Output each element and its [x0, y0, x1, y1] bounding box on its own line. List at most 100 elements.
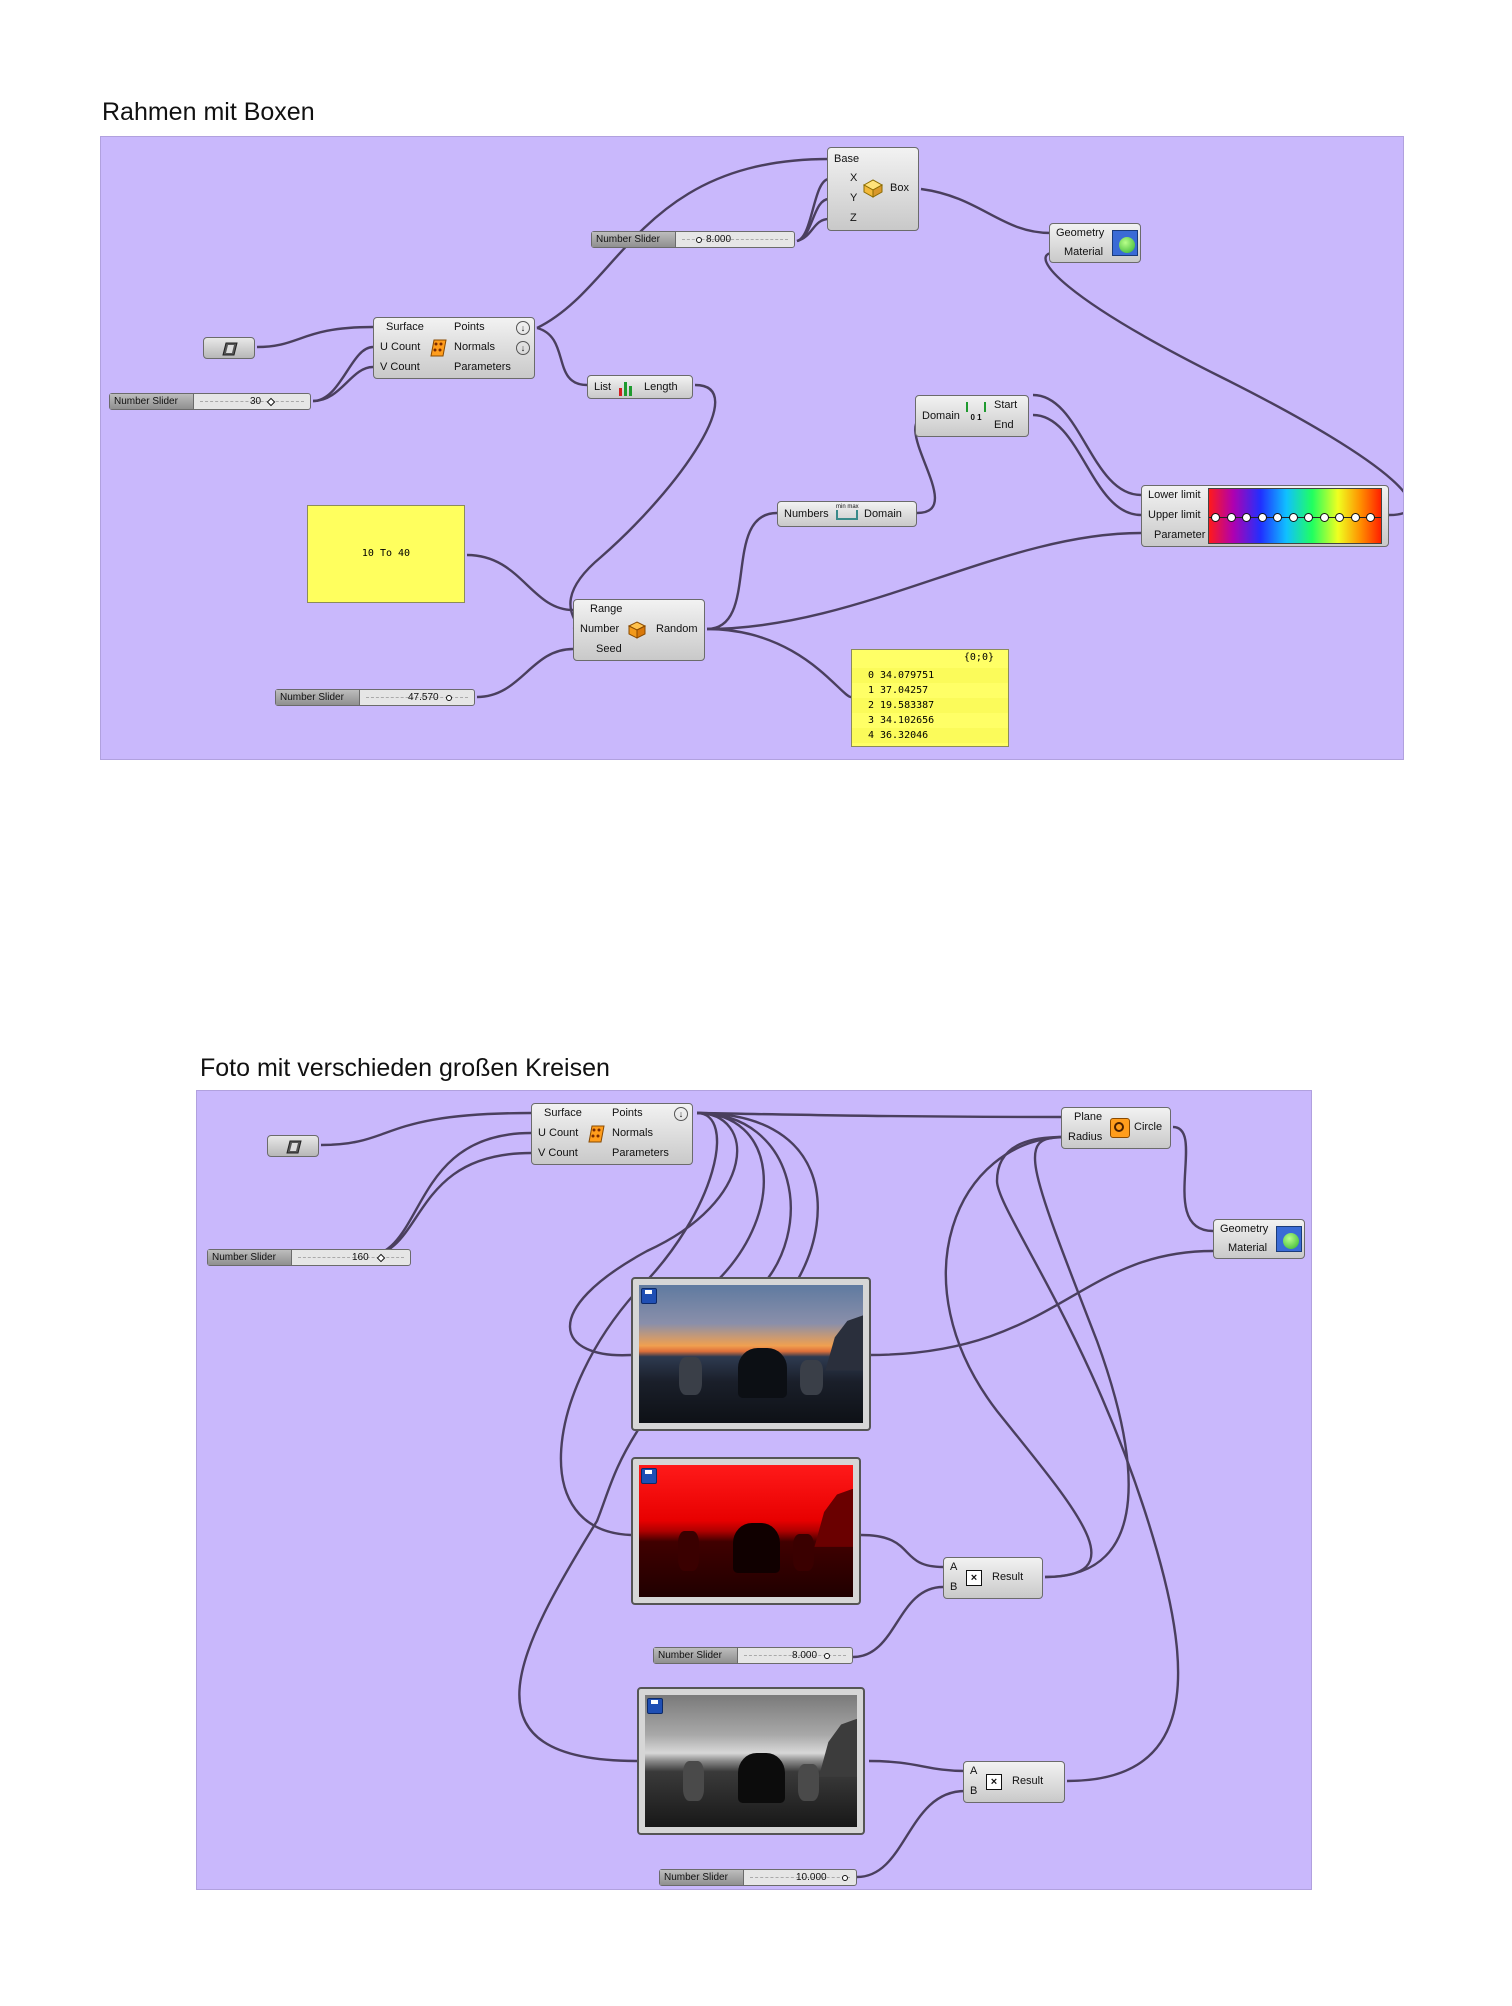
- slider-label: Number Slider: [208, 1250, 292, 1265]
- list-input[interactable]: List: [594, 381, 612, 393]
- wire-length-to-number: [569, 383, 717, 631]
- number-slider-count[interactable]: Number Slider 30: [109, 393, 311, 410]
- image-sampler-gray[interactable]: [637, 1687, 865, 1835]
- box-component[interactable]: Base X Y Z Box: [827, 147, 919, 231]
- slider-knob[interactable]: [824, 1653, 830, 1659]
- circle-radius-input[interactable]: Radius: [1068, 1131, 1103, 1143]
- custom-preview-1[interactable]: Geometry Material: [1049, 223, 1141, 263]
- random-range-input[interactable]: Range: [590, 603, 623, 615]
- slider-knob[interactable]: [446, 695, 452, 701]
- slider-knob[interactable]: [696, 237, 702, 243]
- box-y-input[interactable]: Y: [850, 192, 858, 204]
- wire-points-to-photo1: [568, 1111, 739, 1357]
- divide-points-output[interactable]: Points: [454, 321, 485, 333]
- preview-material-input[interactable]: Material: [1064, 246, 1104, 258]
- wire-slider-to-vcount: [362, 1151, 532, 1259]
- surface-param[interactable]: [203, 337, 255, 359]
- wire-result1-alt: [944, 1135, 1093, 1579]
- save-icon[interactable]: [641, 1288, 657, 1304]
- surface-param[interactable]: [267, 1135, 319, 1157]
- divide-normals-output[interactable]: Normals: [454, 341, 495, 353]
- panel-range[interactable]: 10 To 40: [307, 505, 465, 603]
- gradient-grips[interactable]: [1211, 513, 1375, 522]
- divide-ucount-input[interactable]: U Count: [538, 1127, 579, 1139]
- custom-preview[interactable]: Geometry Material: [1213, 1219, 1305, 1259]
- gradient-bar[interactable]: [1208, 488, 1382, 544]
- section-title-rahmen: Rahmen mit Boxen: [102, 98, 315, 126]
- preview-material-input[interactable]: Material: [1228, 1242, 1268, 1254]
- number-slider-seed[interactable]: Number Slider 47.570: [275, 689, 475, 706]
- length-output[interactable]: Length: [644, 381, 678, 393]
- divide-ucount-input[interactable]: U Count: [380, 341, 421, 353]
- mult-b-input[interactable]: B: [970, 1785, 978, 1797]
- domain-start-output[interactable]: Start: [994, 399, 1018, 411]
- divide-surface-component[interactable]: Surface U Count V Count Points Normals P…: [531, 1103, 693, 1165]
- number-slider-multiplier-2[interactable]: Number Slider 10.000: [659, 1869, 857, 1886]
- mult-a-input[interactable]: A: [950, 1561, 958, 1573]
- circle-component[interactable]: Plane Radius Circle: [1061, 1107, 1171, 1149]
- divide-parameters-output[interactable]: Parameters: [454, 361, 511, 373]
- divide-points-output[interactable]: Points: [612, 1107, 643, 1119]
- bounds-icon: min max: [836, 504, 859, 524]
- mult-result-output[interactable]: Result: [1012, 1775, 1044, 1787]
- slider-knob[interactable]: [842, 1875, 848, 1881]
- wire-random-to-parameter: [706, 531, 1142, 631]
- box-x-input[interactable]: X: [850, 172, 858, 184]
- gradient-parameter-input[interactable]: Parameter: [1154, 529, 1206, 541]
- multiplication-component-2[interactable]: A B × Result: [963, 1761, 1065, 1803]
- graft-icon[interactable]: ↓: [516, 321, 530, 335]
- list-length-component[interactable]: List Length: [587, 375, 693, 399]
- mult-b-input[interactable]: B: [950, 1581, 958, 1593]
- random-component[interactable]: Range Number Seed Random: [573, 599, 705, 661]
- divide-surface-input[interactable]: Surface: [386, 321, 424, 333]
- deconstruct-domain-component[interactable]: Domain 0 1 Start End: [915, 395, 1029, 437]
- gradient-upper-input[interactable]: Upper limit: [1148, 509, 1201, 521]
- bounds-domain-output[interactable]: Domain: [864, 508, 902, 520]
- divide-normals-output[interactable]: Normals: [612, 1127, 653, 1139]
- multiplication-component-1[interactable]: A B × Result: [943, 1557, 1043, 1599]
- divide-surface-input[interactable]: Surface: [544, 1107, 582, 1119]
- circle-plane-input[interactable]: Plane: [1074, 1111, 1103, 1123]
- canvas-rahmen-mit-boxen[interactable]: Base X Y Z Box Number Slider 8.000 Geome…: [100, 136, 1404, 760]
- slider-knob[interactable]: [376, 1253, 386, 1263]
- number-slider-multiplier-1[interactable]: Number Slider 8.000: [653, 1647, 853, 1664]
- image-sampler-color[interactable]: [631, 1277, 871, 1431]
- divide-vcount-input[interactable]: V Count: [538, 1147, 578, 1159]
- box-base-input[interactable]: Base: [834, 153, 860, 165]
- number-slider-count[interactable]: Number Slider 160: [207, 1249, 411, 1266]
- canvas-foto-kreise[interactable]: Surface U Count V Count Points Normals P…: [196, 1090, 1312, 1890]
- domain-input[interactable]: Domain: [922, 410, 960, 422]
- slider-knob[interactable]: [266, 397, 276, 407]
- random-seed-input[interactable]: Seed: [596, 643, 622, 655]
- panel-values-header: {0;0}: [963, 652, 994, 663]
- mult-result-output[interactable]: Result: [992, 1571, 1024, 1583]
- number-slider-box[interactable]: Number Slider 8.000: [591, 231, 795, 248]
- mult-a-input[interactable]: A: [970, 1765, 978, 1777]
- divide-vcount-input[interactable]: V Count: [380, 361, 420, 373]
- gradient-component[interactable]: Lower limit Upper limit Parameter: [1141, 485, 1389, 547]
- random-output[interactable]: Random: [656, 623, 698, 635]
- wire-points-to-photo3: [518, 1111, 792, 1763]
- save-icon[interactable]: [641, 1468, 657, 1484]
- wire-slider-to-z: [796, 217, 830, 243]
- image-sampler-red[interactable]: [631, 1457, 861, 1605]
- divide-parameters-output[interactable]: Parameters: [612, 1147, 669, 1159]
- gradient-lower-input[interactable]: Lower limit: [1148, 489, 1201, 501]
- bounds-numbers-input[interactable]: Numbers: [784, 508, 829, 520]
- divide-surface-component[interactable]: Surface U Count V Count Points Normals P…: [373, 317, 535, 379]
- domain-end-output[interactable]: End: [994, 419, 1014, 431]
- graft-icon[interactable]: ↓: [516, 341, 530, 355]
- save-icon[interactable]: [647, 1698, 663, 1714]
- preview-geometry-input[interactable]: Geometry: [1220, 1223, 1269, 1235]
- box-output[interactable]: Box: [890, 182, 909, 194]
- box-z-input[interactable]: Z: [850, 212, 857, 224]
- preview-geometry-input[interactable]: Geometry: [1056, 227, 1105, 239]
- random-number-input[interactable]: Number: [580, 623, 620, 635]
- bounds-component[interactable]: Numbers min max Domain: [777, 501, 917, 527]
- circle-output[interactable]: Circle: [1134, 1121, 1163, 1133]
- wire-surface-in: [320, 1111, 532, 1147]
- graft-icon[interactable]: ↓: [674, 1107, 688, 1121]
